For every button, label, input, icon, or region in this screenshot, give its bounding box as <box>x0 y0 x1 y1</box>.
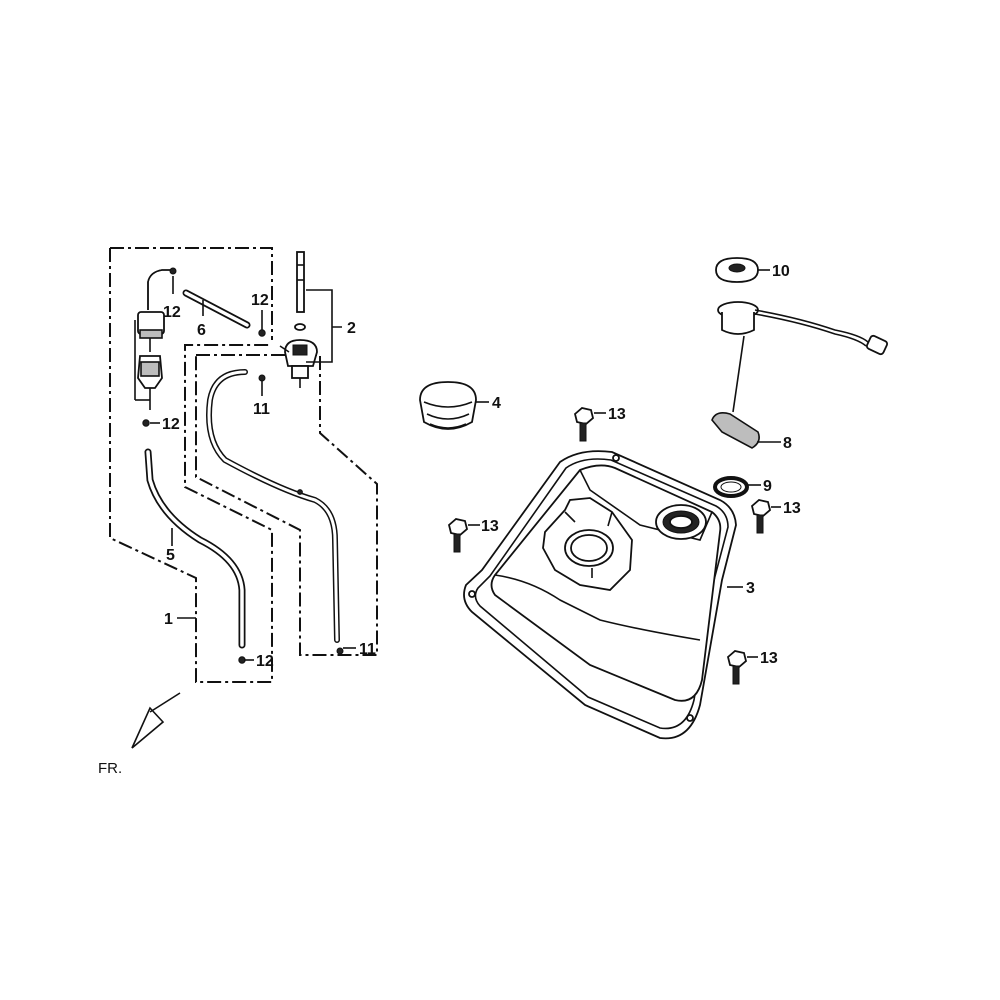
callout-5: 5 <box>166 547 175 564</box>
callout-11-top: 11 <box>253 401 270 418</box>
clamp-12-mid <box>142 419 150 427</box>
bolt-13-right <box>750 499 772 534</box>
callout-8: 8 <box>783 435 792 452</box>
callout-13-left: 13 <box>481 518 499 535</box>
bolt-13-bottom <box>726 650 748 685</box>
part-10-nut <box>715 257 759 283</box>
leader-2-bracket <box>306 289 342 363</box>
callout-11-bottom: 11 <box>359 641 376 658</box>
callout-6: 6 <box>197 322 206 339</box>
bolt-13-left <box>447 518 469 553</box>
hose-group-outline <box>109 247 378 683</box>
callout-10: 10 <box>772 263 790 280</box>
bolt-13-top <box>573 407 595 442</box>
front-orientation-arrow: FR. <box>98 692 181 777</box>
part-5-hose <box>144 448 246 664</box>
callout-13-bottom: 13 <box>760 650 778 667</box>
fuel-filter <box>134 311 165 427</box>
clamp-12-upper-right <box>258 329 266 337</box>
part-6-pipe <box>182 289 251 329</box>
callout-3: 3 <box>746 580 755 597</box>
part-8-fuel-sensor <box>711 301 889 449</box>
part-2-fuel-cock <box>279 251 318 388</box>
front-label: FR. <box>98 760 122 777</box>
callout-labels: 12 6 12 2 11 12 5 1 12 11 4 13 13 10 8 9… <box>162 263 801 670</box>
clamp-12-top <box>169 267 177 275</box>
part-4-fuel-cap <box>419 381 477 430</box>
callout-1: 1 <box>164 611 173 628</box>
part-11-hose <box>206 369 344 655</box>
callout-4: 4 <box>492 395 501 412</box>
callout-12-bottom: 12 <box>256 653 274 670</box>
callout-13-right: 13 <box>783 500 801 517</box>
part-3-fuel-tank <box>463 450 737 740</box>
callout-12-upper-right: 12 <box>251 292 269 309</box>
callout-13-top: 13 <box>608 406 626 423</box>
fuel-hose-small <box>147 267 177 310</box>
clamp-11-bottom <box>336 647 344 655</box>
callout-2: 2 <box>347 320 356 337</box>
leaders-left <box>150 276 356 661</box>
callout-9: 9 <box>763 478 772 495</box>
part-9-gasket <box>713 476 749 498</box>
callout-12-top: 12 <box>163 304 181 321</box>
callout-12-mid: 12 <box>162 416 180 433</box>
